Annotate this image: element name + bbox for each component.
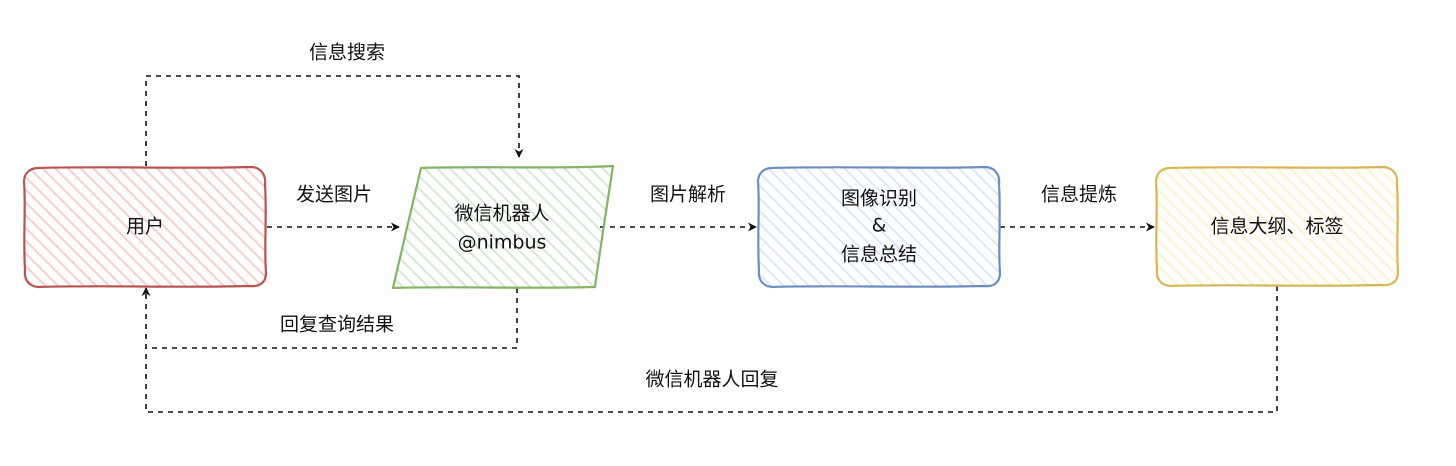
node-recognition-fill <box>758 167 1000 287</box>
node-user-fill <box>24 167 266 287</box>
node-outline-fill <box>1156 167 1398 286</box>
node-recognition: 图像识别 & 信息总结 <box>756 165 1002 289</box>
node-recognition-border <box>756 165 1002 289</box>
node-recognition-label-line3: 信息总结 <box>841 244 917 266</box>
edge-bot-reply <box>145 286 1278 413</box>
edge-label-info-search: 信息搜索 <box>309 42 385 64</box>
node-outline: 信息大纲、标签 <box>1154 165 1400 288</box>
node-outline-label: 信息大纲、标签 <box>1210 216 1343 238</box>
node-bot-label-line1: 微信机器人 <box>454 203 549 225</box>
edge-label-reply-query-result: 回复查询结果 <box>280 314 394 336</box>
edge-info-search <box>145 75 524 166</box>
node-outline-border <box>1154 165 1400 288</box>
node-user: 用户 <box>22 165 268 289</box>
node-bot-label-line2: @nimbus <box>458 232 547 254</box>
edge-label-image-parse: 图片解析 <box>650 184 726 206</box>
node-bot: 微信机器人 @nimbus <box>391 164 615 290</box>
node-user-label: 用户 <box>126 216 164 238</box>
node-recognition-label-line1: 图像识别 <box>841 188 917 210</box>
edge-label-info-extract: 信息提炼 <box>1041 184 1117 206</box>
node-recognition-label-line2: & <box>872 215 887 237</box>
edge-reply-query-result <box>141 287 518 349</box>
node-bot-fill <box>394 167 614 288</box>
edge-label-bot-reply: 微信机器人回复 <box>645 369 778 391</box>
edge-label-send-image: 发送图片 <box>296 184 372 206</box>
node-bot-border <box>391 164 615 290</box>
node-user-border <box>22 165 268 289</box>
